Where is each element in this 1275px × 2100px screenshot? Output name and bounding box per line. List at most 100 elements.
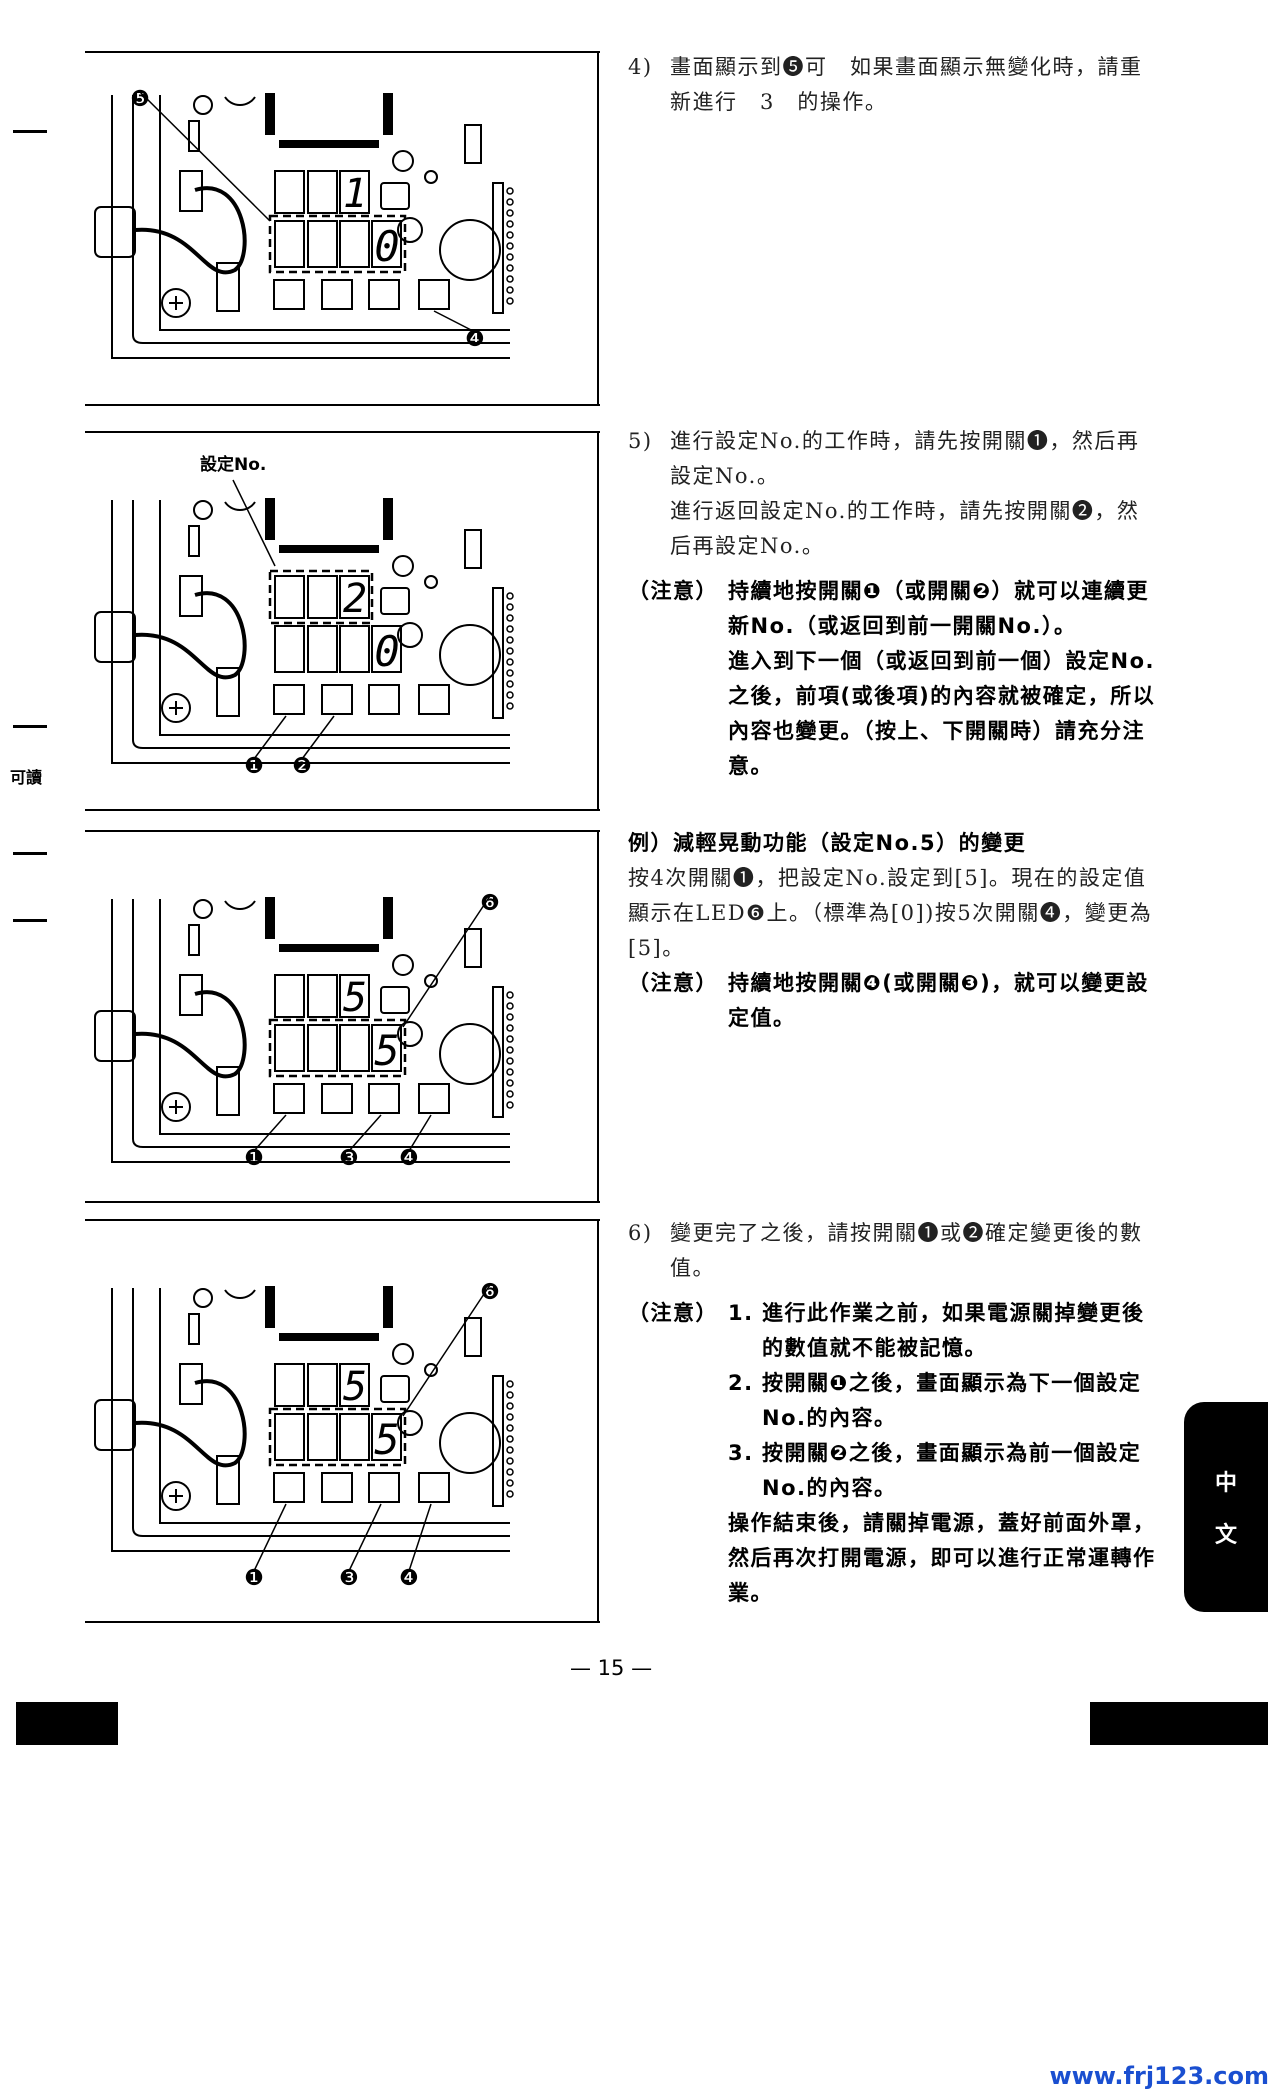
margin-mark [13,130,47,133]
terminal-pin [506,691,514,699]
cable-grommet [94,1010,136,1062]
tab-char: 中 [1214,1471,1237,1496]
screw-cross [169,1489,183,1503]
terminal-pin [506,1413,514,1421]
screw-cross [169,296,183,310]
terminal-pin [506,1024,514,1032]
callout-leader [402,1284,491,1417]
terminal-strip [492,182,504,314]
step-text: 進行返回設定No.的工作時，請先按開關❷，然后再設定No.。 [670,499,1140,558]
callout-marker: ❶ [244,1146,264,1171]
led-digit-box [274,575,305,619]
switch-button-4 [418,1472,450,1503]
callout-marker: ❹ [399,1566,419,1591]
component-circle [392,555,414,577]
example-section: 例）減輕晃動功能（設定No.5）的變更 按4次開關❶，把設定No.設定到[5]。… [628,826,1156,1036]
led-digit-box [339,220,370,268]
callout-marker: ❻ [480,891,500,916]
component-arc [224,1289,256,1299]
component [216,1066,240,1116]
callout-leader [253,1114,287,1152]
led-bottom-digit: 0 [374,222,399,271]
terminal-pin [506,1490,514,1498]
item-number: 2. [728,1371,754,1395]
setting-no-label: 設定No. [200,454,266,475]
step-number: 4) [628,55,653,79]
watermark: www.frj123.com [1049,2062,1269,2090]
keyhole-icon [439,219,501,281]
screw-cross [169,701,183,715]
terminal-pin [506,220,514,228]
led-digit-box [274,170,305,214]
terminal-pin [506,1035,514,1043]
board-edge [111,95,510,359]
switch-button-4 [418,684,450,715]
note-text: 進入到下一個（或返回到前一個）設定No.之後，前項(或後項)的內容就被確定，所以… [728,649,1156,778]
component [188,120,200,152]
switch-button-3 [368,1472,400,1503]
board-edge [159,500,510,736]
note-item: 按開關❶之後，畫面顯示為下一個設定No.的內容。 [762,1371,1142,1430]
terminal-pin [506,1391,514,1399]
note-label: （注意） [628,971,718,995]
led-digit-box [274,1363,305,1407]
step-text: 進行設定No.的工作時，請先按開關❶，然后再設定No.。 [670,429,1140,488]
led-digit-box [371,625,402,673]
cable-grommet [94,206,136,258]
component-circle [397,1410,423,1436]
led-digit-box [307,220,338,268]
led-digit-box [274,220,305,268]
screw-icon [161,1092,191,1122]
component [216,1455,240,1505]
terminal-pin [506,1046,514,1054]
component-circle [397,217,423,243]
terminal-pin [506,658,514,666]
screw-icon [161,693,191,723]
board-edge [159,899,510,1135]
callout-marker: ❹ [465,327,485,352]
callout-marker: ❻ [480,1280,500,1305]
keyhole-icon [439,624,501,686]
board-edge [132,500,510,749]
component [188,924,200,956]
component-arc [224,900,256,910]
component-circle [397,622,423,648]
scan-black-mark [1090,1702,1268,1745]
setting-value-highlight [268,214,407,274]
component-circle [193,1288,213,1308]
note-label: （注意） [628,1301,718,1325]
component-circle [397,1021,423,1047]
callout-leader [348,1114,382,1152]
margin-mark [13,852,47,855]
terminal-pin [506,242,514,250]
led-digit-box [307,625,338,673]
board-edge [111,899,510,1163]
switch-button-1 [273,1083,305,1114]
screw-cross [169,1100,183,1114]
terminal-pin [506,264,514,272]
language-tab: 中 文 [1184,1402,1268,1612]
switch-button-2 [321,1083,353,1114]
board-edge [111,1288,510,1552]
callout-marker: ❷ [292,754,312,779]
switch-button-3 [368,279,400,310]
setting-value-highlight [268,1018,407,1078]
screw-icon [161,1481,191,1511]
component-circle [424,170,438,184]
note-item: 按開關❷之後，畫面顯示為前一個設定No.的內容。 [762,1441,1142,1500]
terminal-pin [506,286,514,294]
ic-pins [265,897,275,939]
ic-pins [265,1286,275,1328]
callout-leader [301,715,335,760]
led-bottom-digit: 5 [374,1026,399,1075]
callout-marker: ❺ [130,87,150,112]
led-bottom-digit: 0 [374,627,399,676]
ic-pins [383,1286,393,1328]
step-number: 6) [628,1221,653,1245]
cable [134,591,247,680]
component [380,1375,410,1403]
component-circle [424,575,438,589]
switch-button-4 [418,1083,450,1114]
